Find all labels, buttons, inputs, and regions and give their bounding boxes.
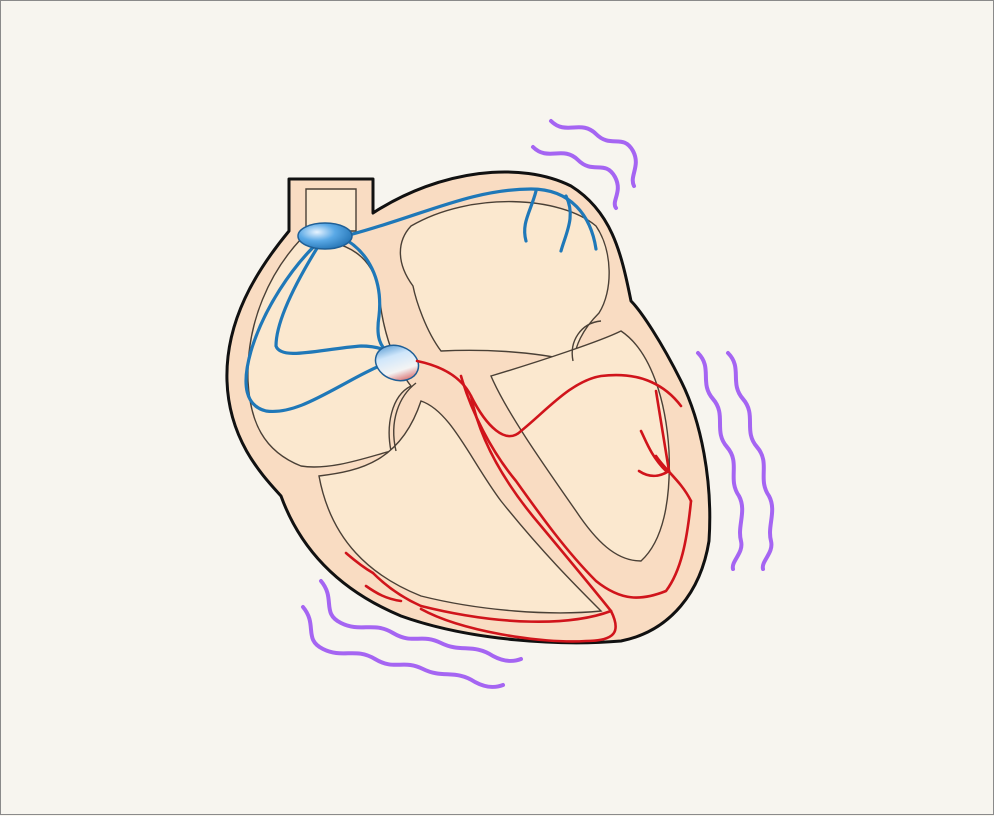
left-ventricle: [490, 330, 670, 562]
motion-line: [696, 351, 745, 571]
sinoatrial-node: [297, 222, 353, 250]
mitral-leaflet: [571, 320, 602, 362]
bundle-branches: [344, 359, 693, 643]
right-ventricle: [318, 400, 603, 614]
motion-line: [726, 351, 775, 571]
vena-cava: [305, 188, 357, 232]
motion-line: [531, 145, 620, 210]
atrial-conduction-pathways: [244, 187, 598, 414]
motion-line: [301, 605, 505, 689]
motion-lines: [301, 119, 775, 689]
tricuspid-leaflet: [393, 382, 417, 452]
motion-line: [319, 579, 523, 663]
motion-line: [549, 119, 638, 188]
atrioventricular-node: [374, 344, 420, 382]
left-atrium: [399, 200, 610, 362]
